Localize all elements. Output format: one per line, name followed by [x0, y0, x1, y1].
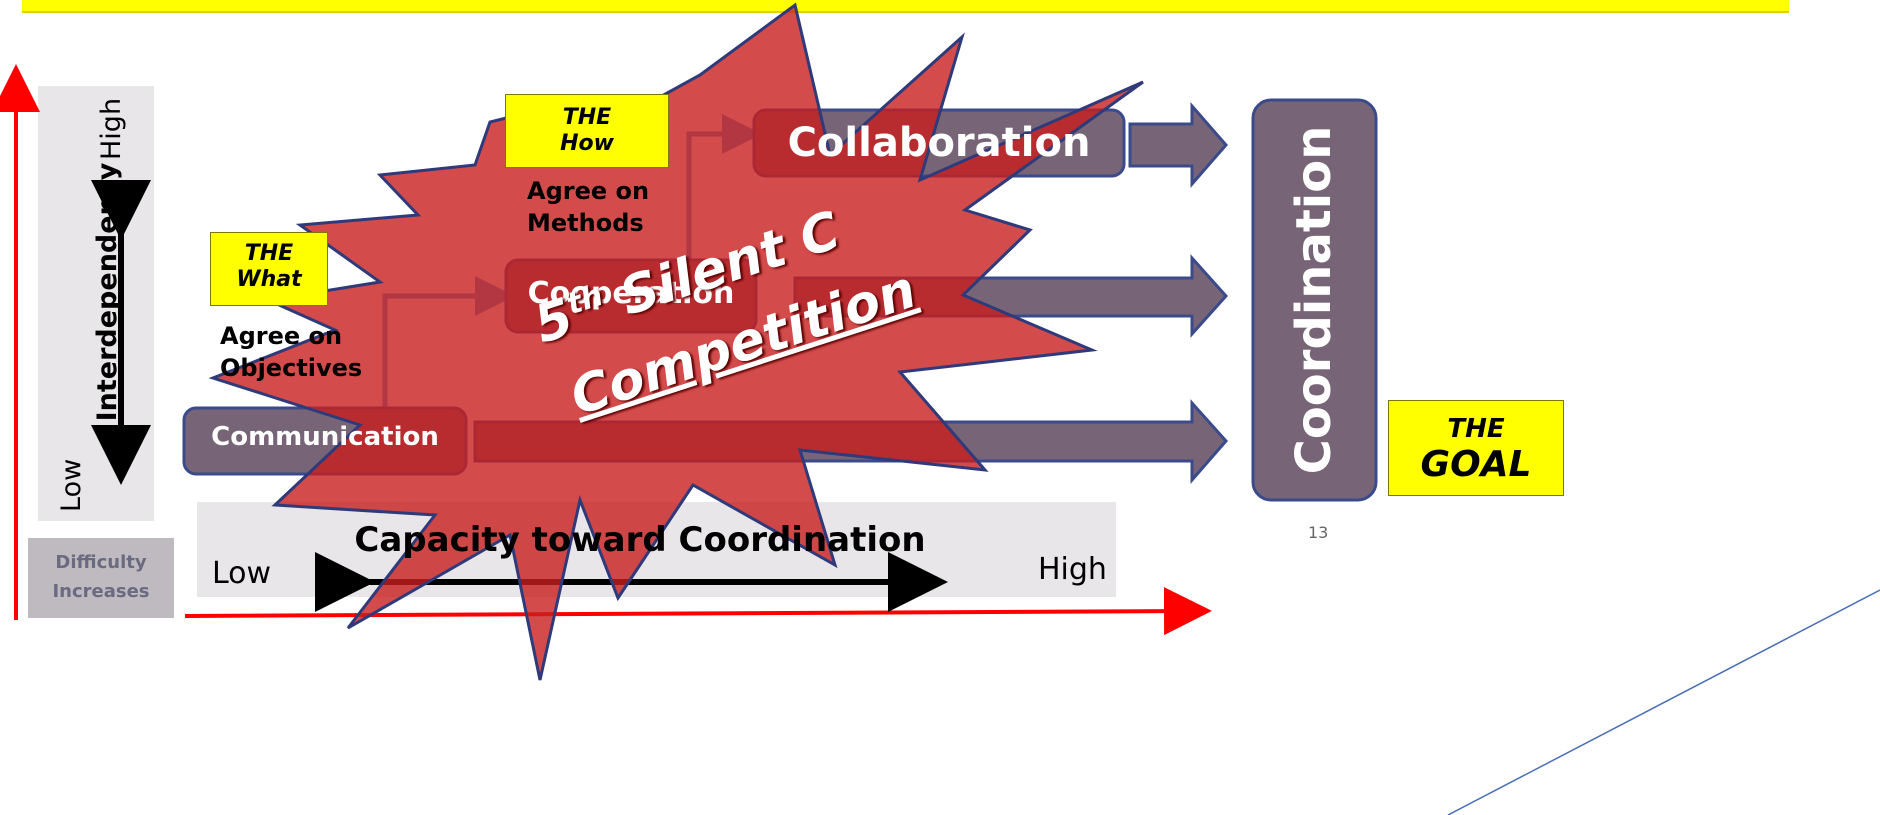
- cooperation-label: Cooperation: [527, 276, 735, 311]
- top-banner: [22, 0, 1789, 13]
- bottom-axis-low-label: Low: [212, 556, 272, 591]
- arrow-collaboration-to-coordination: [1128, 101, 1228, 189]
- agree-on-objectives-label: Agree on Objectives: [220, 322, 363, 382]
- the-what-callout: THE What: [210, 232, 328, 306]
- bottom-axis-high-label: High: [1038, 552, 1107, 587]
- collaboration-label: Collaboration: [787, 120, 1091, 166]
- bottom-axis-title: Capacity toward Coordination: [354, 520, 926, 560]
- agree-on-methods-label: Agree on Methods: [527, 177, 650, 237]
- side-axis-high-label: High: [96, 97, 127, 160]
- communication-label: Communication: [211, 422, 439, 452]
- the-goal-callout: THE GOAL: [1388, 400, 1564, 496]
- difficulty-box: [28, 538, 174, 618]
- difficulty-label: Difficulty Increases: [52, 552, 150, 602]
- the-how-callout: THE How: [505, 94, 669, 168]
- red-horizontal-axis: [184, 587, 1212, 636]
- side-axis-title: Interdependency: [92, 162, 123, 422]
- decorative-corner-line: [1447, 589, 1880, 815]
- coordination-box: [1251, 98, 1378, 502]
- coordination-label: Coordination: [1286, 125, 1342, 475]
- page-number: 13: [1308, 523, 1329, 542]
- silent-c-starburst: [208, 2, 1144, 681]
- side-axis-low-label: Low: [56, 458, 87, 512]
